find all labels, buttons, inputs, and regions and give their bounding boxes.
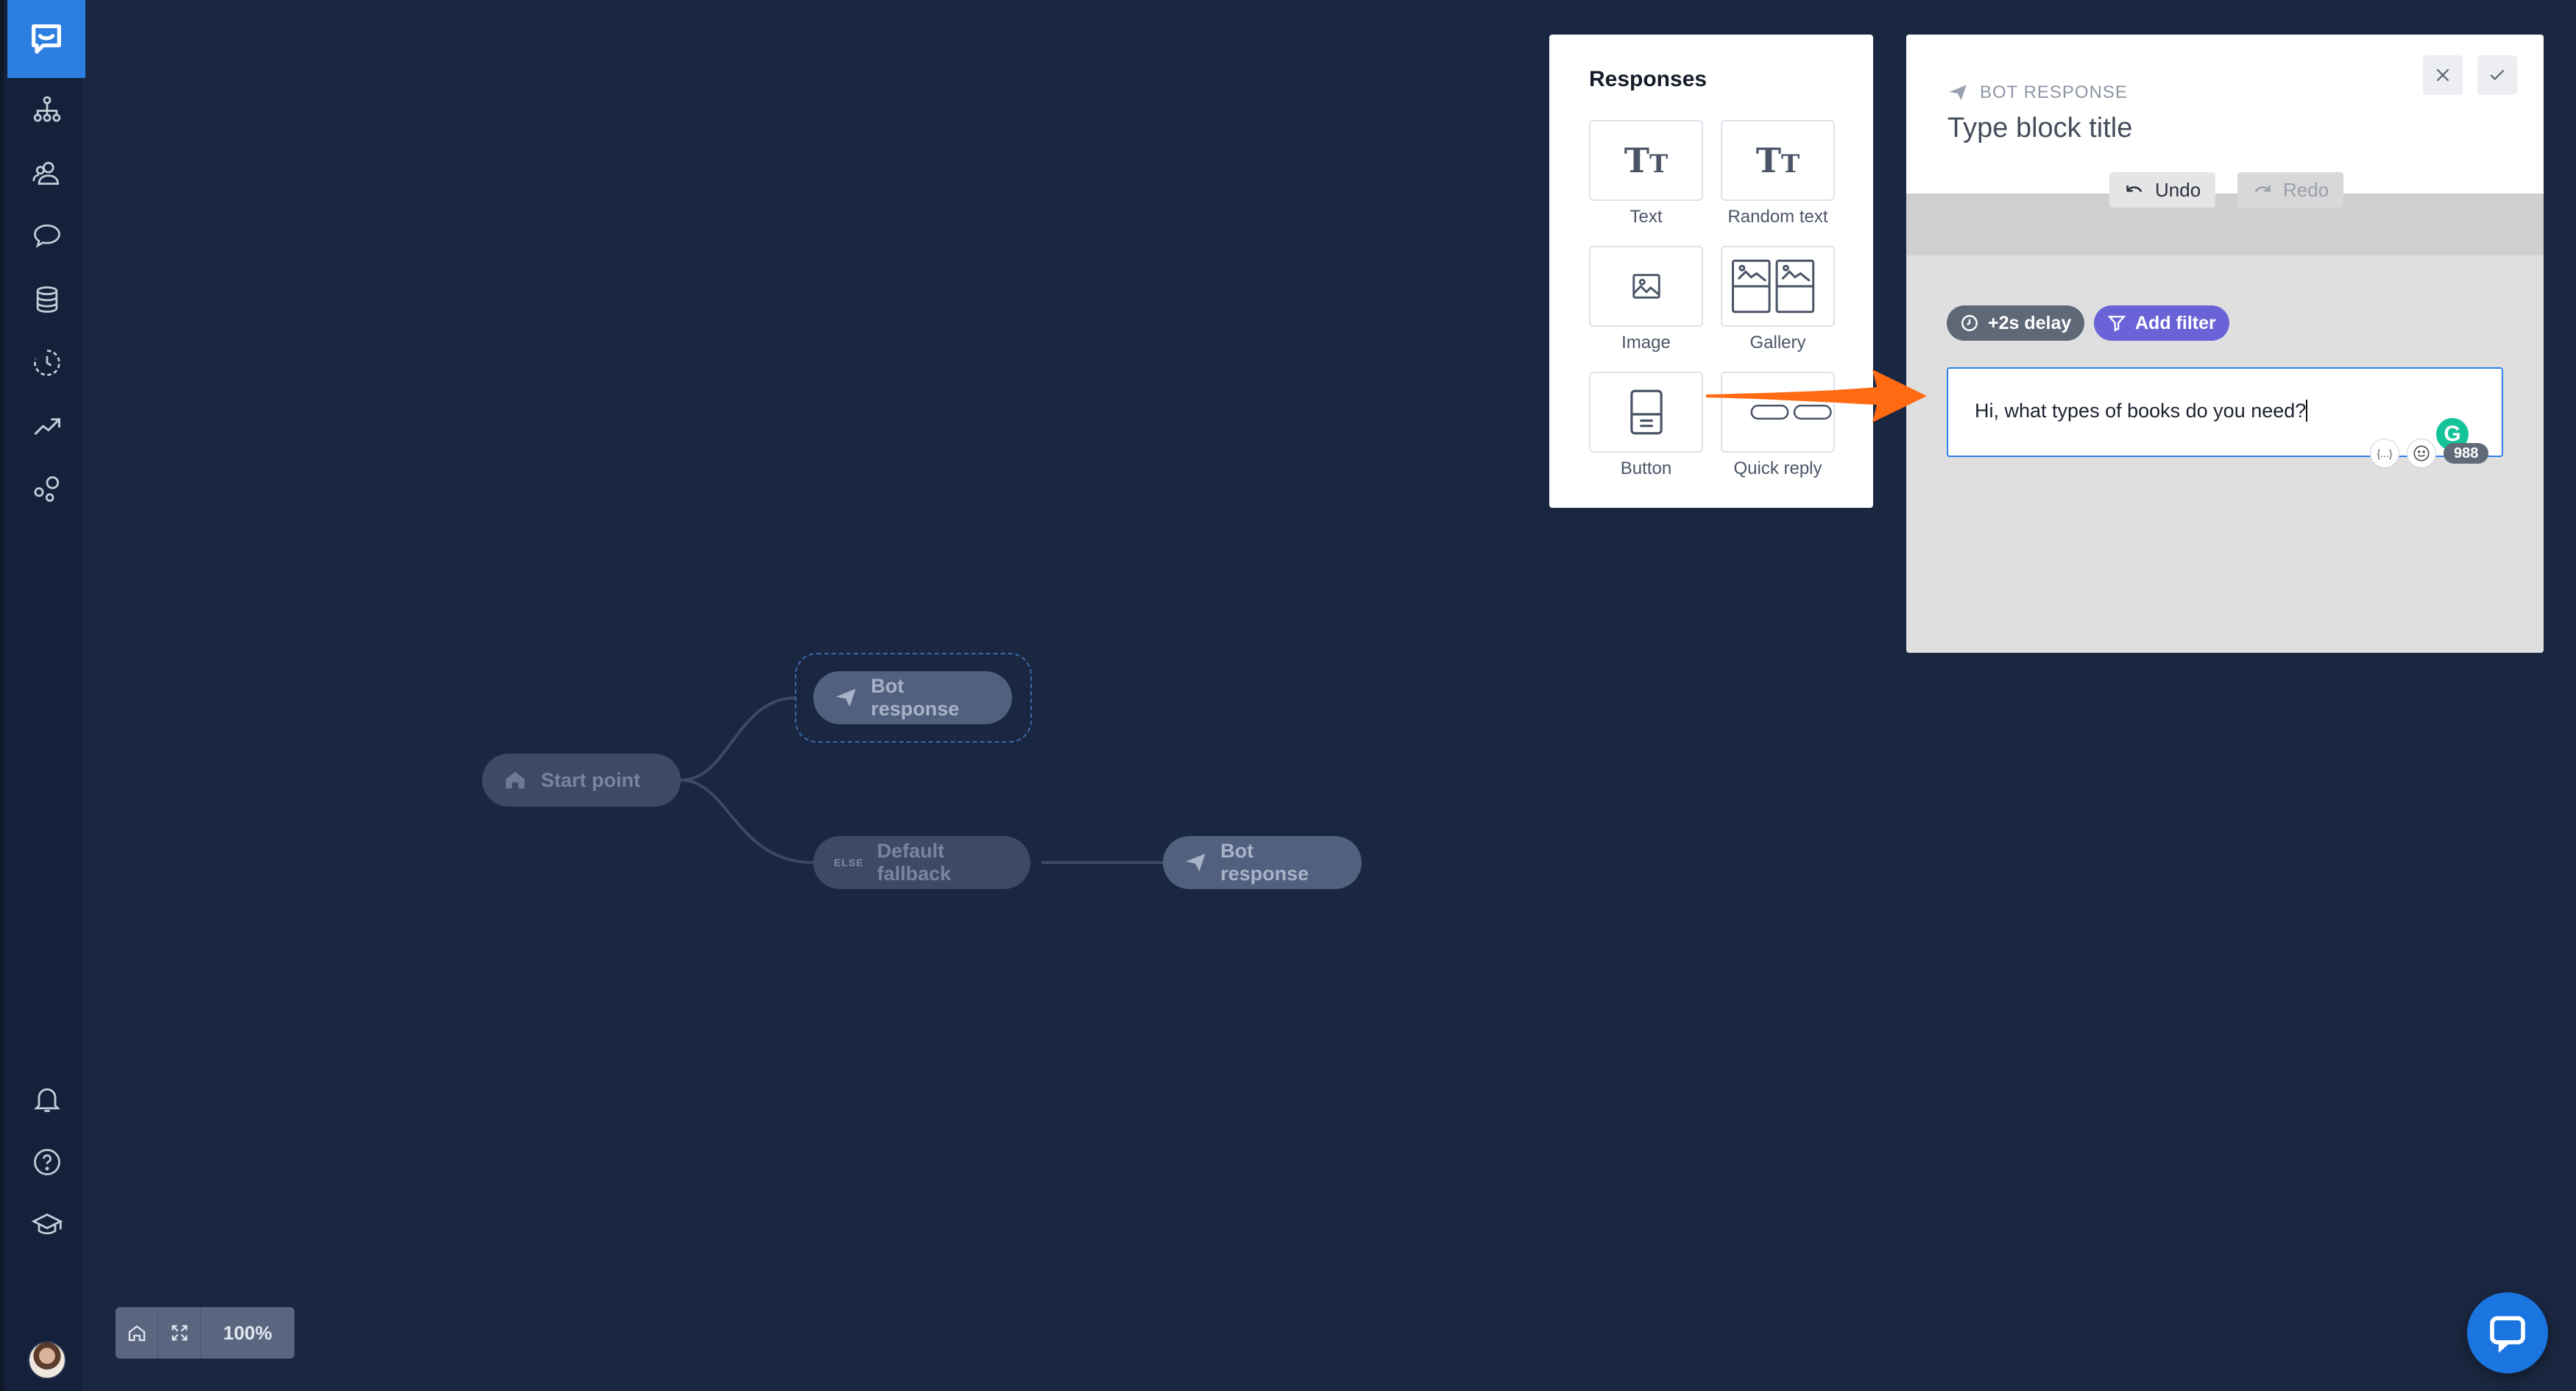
users-icon[interactable]: [30, 156, 64, 190]
selection-box: [795, 653, 1032, 743]
bot-response-node[interactable]: Bot response: [813, 671, 1012, 724]
gallery-icon: [1721, 246, 1835, 327]
graduation-cap-icon[interactable]: [30, 1208, 64, 1242]
button-card-icon: [1589, 372, 1703, 453]
pointer-arrow-icon: [1706, 369, 1927, 422]
response-label: Quick reply: [1733, 459, 1822, 478]
response-gallery[interactable]: Gallery: [1721, 246, 1835, 353]
block-title-input[interactable]: Type block title: [1947, 113, 2133, 144]
redo-button[interactable]: Redo: [2237, 172, 2344, 208]
character-counter: 988: [2444, 443, 2489, 464]
start-point-label: Start point: [541, 768, 640, 791]
response-random-text[interactable]: TT Random text: [1721, 120, 1835, 227]
fit-screen-icon[interactable]: [158, 1307, 201, 1359]
delay-chip[interactable]: +2s delay: [1947, 305, 2085, 341]
random-text-icon: TT: [1721, 120, 1835, 201]
send-icon: [1949, 85, 1967, 101]
start-point-node[interactable]: Start point: [482, 754, 681, 807]
sidebar: [0, 0, 85, 1391]
else-tag: ELSE: [834, 857, 864, 868]
undo-icon: [2126, 185, 2142, 193]
add-filter-button[interactable]: Add filter: [2094, 305, 2229, 341]
bot-response-editor: BOT RESPONSE Type block title: [1906, 35, 2544, 653]
zoom-controls: 100%: [116, 1307, 294, 1359]
send-icon: [1185, 853, 1206, 872]
text-type-icon: TT: [1589, 120, 1703, 201]
home-icon: [506, 771, 525, 789]
zoom-level: 100%: [223, 1321, 272, 1344]
redo-icon: [2254, 185, 2271, 193]
editor-eyebrow: BOT RESPONSE: [1947, 82, 2128, 103]
response-button[interactable]: Button: [1589, 372, 1703, 479]
response-label: Random text: [1727, 207, 1828, 227]
undo-label: Undo: [2155, 178, 2201, 201]
text-caret: [2306, 400, 2308, 422]
insert-variable-button[interactable]: {...}: [2370, 439, 2399, 468]
trend-line-icon[interactable]: [30, 409, 64, 443]
response-label: Button: [1620, 459, 1672, 478]
redo-label: Redo: [2283, 178, 2329, 201]
filter-label: Add filter: [2135, 312, 2216, 333]
responses-panel: Responses TT Text TT Random text Image G…: [1549, 35, 1873, 508]
database-icon[interactable]: [30, 283, 64, 316]
bot-response-label: Bot response: [871, 675, 960, 720]
bell-icon[interactable]: [30, 1082, 64, 1116]
undo-button[interactable]: Undo: [2109, 172, 2216, 208]
default-fallback-node[interactable]: ELSE Default fallback: [813, 836, 1030, 889]
message-textarea[interactable]: Hi, what types of books do you need?: [1947, 367, 2503, 457]
undo-redo-bar: [1906, 194, 2544, 255]
fallback-label: Default fallback: [877, 840, 952, 885]
bot-response-label: Bot response: [1220, 840, 1309, 885]
logo-icon[interactable]: [7, 0, 85, 78]
response-image[interactable]: Image: [1589, 246, 1703, 353]
avatar[interactable]: [28, 1341, 66, 1379]
circles-icon[interactable]: [30, 472, 64, 506]
chat-launcher-icon[interactable]: [2467, 1292, 2548, 1373]
image-icon: [1589, 246, 1703, 327]
delay-label: +2s delay: [1988, 312, 2072, 333]
message-text: Hi, what types of books do you need?: [1975, 400, 2307, 422]
close-icon[interactable]: [2423, 55, 2463, 95]
eyebrow-label: BOT RESPONSE: [1980, 82, 2128, 102]
check-icon[interactable]: [2477, 55, 2517, 95]
clock-history-icon[interactable]: [30, 346, 64, 380]
response-label: Image: [1621, 333, 1671, 353]
home-icon[interactable]: [116, 1307, 158, 1359]
response-text[interactable]: TT Text: [1589, 120, 1703, 227]
sitemap-icon[interactable]: [30, 93, 64, 127]
responses-title: Responses: [1589, 67, 1708, 91]
quick-reply-icon: [1721, 372, 1835, 453]
send-icon: [835, 688, 856, 707]
bot-response-node-2[interactable]: Bot response: [1163, 836, 1362, 889]
speech-bubble-icon[interactable]: [30, 219, 64, 253]
editor-header: BOT RESPONSE Type block title: [1906, 35, 2544, 194]
response-label: Text: [1630, 207, 1663, 227]
emoji-icon[interactable]: [2407, 439, 2436, 468]
clock-icon: [1961, 315, 1978, 331]
filter-icon: [2107, 316, 2126, 332]
response-label: Gallery: [1749, 333, 1806, 353]
question-circle-icon[interactable]: [30, 1145, 64, 1179]
response-quick-reply[interactable]: Quick reply: [1721, 372, 1835, 479]
